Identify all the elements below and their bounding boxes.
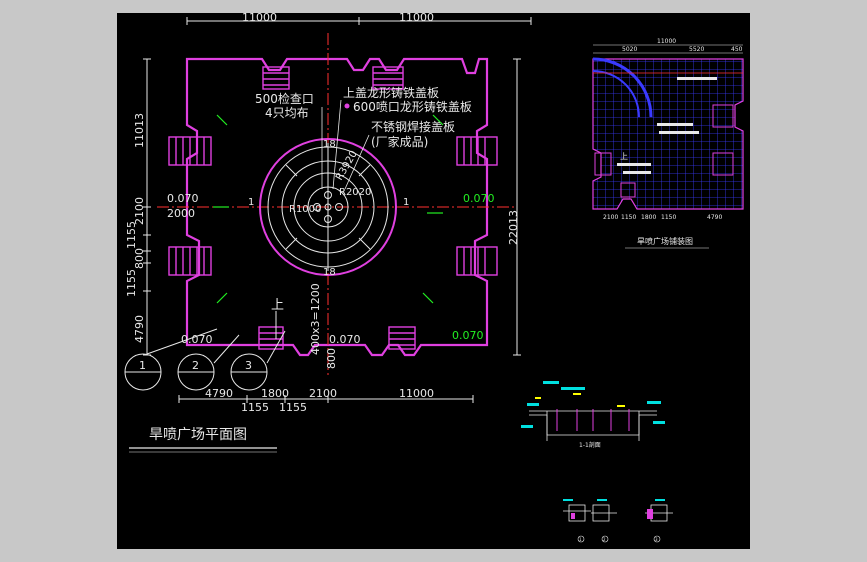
main-plan-title: 旱喷广场平面图 bbox=[149, 427, 247, 443]
label-cover-600: 600喷口龙形铸铁盖板 bbox=[353, 99, 472, 114]
detail-callout-3: 3 bbox=[655, 537, 658, 542]
tile-dim-bottom-1: 2100 bbox=[603, 214, 618, 221]
steps-top bbox=[262, 66, 404, 90]
dim-left-800: 800 bbox=[133, 248, 146, 269]
section-mark-right: 1 bbox=[403, 197, 409, 208]
dim-2000: 2000 bbox=[167, 207, 195, 220]
tile-arc bbox=[592, 57, 653, 118]
dim-left bbox=[143, 58, 151, 356]
dim-bottom-4790: 4790 bbox=[205, 387, 233, 400]
label-inspection: 500检查口 bbox=[255, 91, 314, 106]
label-up: 上 bbox=[271, 298, 284, 313]
detail-callout-1: 1 bbox=[579, 537, 582, 542]
dim-bottom bbox=[178, 395, 474, 403]
tile-steps bbox=[594, 104, 734, 198]
elevation-right: 0.070 bbox=[463, 192, 495, 205]
dim-left-11013: 11013 bbox=[133, 113, 146, 148]
tile-arc-inner bbox=[592, 70, 640, 118]
dim-bottom-2100: 2100 bbox=[309, 387, 337, 400]
tile-dim-bottom-5: 4790 bbox=[707, 214, 722, 221]
tile-dim-top: 11000 bbox=[657, 38, 676, 45]
steps-left bbox=[168, 136, 212, 276]
dim-bottom-1155a: 1155 bbox=[241, 401, 269, 414]
dim-vertical-800: 800 bbox=[325, 348, 338, 369]
label-steel-cover-2: (厂家成品) bbox=[371, 134, 428, 149]
detail-callout-2: 2 bbox=[603, 537, 606, 542]
label-cover-top: 上盖龙形铸铁盖板 bbox=[343, 85, 439, 100]
dim-left-4790: 4790 bbox=[133, 315, 146, 343]
label-steel-cover: 不锈钢焊接盖板 bbox=[371, 119, 455, 134]
plaza-outline bbox=[185, 57, 489, 357]
dim-right bbox=[513, 58, 521, 356]
dim-left-1155b: 1155 bbox=[125, 269, 138, 297]
steps-bottom bbox=[258, 326, 416, 350]
tile-dim-sub-3: 450 bbox=[731, 46, 743, 53]
elevation-bottom-right: 0.070 bbox=[452, 329, 484, 342]
radius-r2020: R2020 bbox=[339, 187, 371, 198]
tile-label-up: 上 bbox=[620, 152, 628, 161]
dim-bottom-1155b: 1155 bbox=[279, 401, 307, 414]
drain-markers bbox=[213, 114, 444, 304]
tile-annotations bbox=[617, 77, 717, 174]
cad-drawing: 11000 11000 11013 2100 1155 800 1155 479… bbox=[124, 13, 744, 543]
section-drawing: 1-1剖面 bbox=[521, 381, 665, 449]
callout-2: 2 bbox=[192, 359, 199, 372]
steps-right bbox=[456, 136, 498, 276]
label-inspection-2: 4只均布 bbox=[265, 106, 309, 120]
label-18-bottom: 18 bbox=[323, 267, 336, 278]
tile-dim-sub-2: 5520 bbox=[689, 46, 704, 53]
elevation-bottom-center: 0.070 bbox=[329, 333, 361, 346]
dim-left-1155a: 1155 bbox=[125, 221, 138, 249]
elevation-left: 0.070 bbox=[167, 192, 199, 205]
tile-plan: 11000 5020 5520 450 上 2100 1150 1800 115… bbox=[592, 38, 744, 249]
tile-dim-bottom-4: 1150 bbox=[661, 214, 676, 221]
detail-drawings: 1 2 3 bbox=[563, 499, 673, 543]
dim-bottom-1800: 1800 bbox=[261, 387, 289, 400]
dim-top-left: 11000 bbox=[242, 13, 277, 24]
section-mark-left: 1 bbox=[248, 197, 254, 208]
section-title: 1-1剖面 bbox=[579, 441, 601, 449]
leader-lines bbox=[321, 99, 370, 190]
tile-dim-bottom-3: 1800 bbox=[641, 214, 656, 221]
main-plan: 11000 11000 11013 2100 1155 800 1155 479… bbox=[124, 13, 532, 453]
tile-dims bbox=[593, 44, 743, 54]
tile-dim-sub-1: 5020 bbox=[622, 46, 637, 53]
nozzle-marker bbox=[344, 103, 350, 109]
dim-top-right: 11000 bbox=[399, 13, 434, 24]
dim-left-2100: 2100 bbox=[133, 197, 146, 225]
dim-top bbox=[186, 17, 532, 25]
cad-viewport[interactable]: 11000 11000 11013 2100 1155 800 1155 479… bbox=[117, 13, 750, 549]
dim-vertical-1200: 400x3=1200 bbox=[309, 283, 322, 355]
tile-dim-bottom-2: 1150 bbox=[621, 214, 636, 221]
dim-bottom-11000: 11000 bbox=[399, 387, 434, 400]
label-18-top: 18 bbox=[323, 139, 336, 150]
elevation-bottom-left: 0.070 bbox=[181, 333, 213, 346]
tile-plan-title: 旱喷广场铺装图 bbox=[637, 236, 693, 246]
radius-r3920: R3920 bbox=[334, 149, 360, 183]
fountain-circle bbox=[259, 138, 397, 276]
callout-3: 3 bbox=[245, 359, 252, 372]
callouts bbox=[124, 328, 286, 391]
callout-1: 1 bbox=[139, 359, 146, 372]
dim-right-22013: 22013 bbox=[507, 210, 520, 245]
radius-r1000: R1000 bbox=[289, 204, 321, 215]
